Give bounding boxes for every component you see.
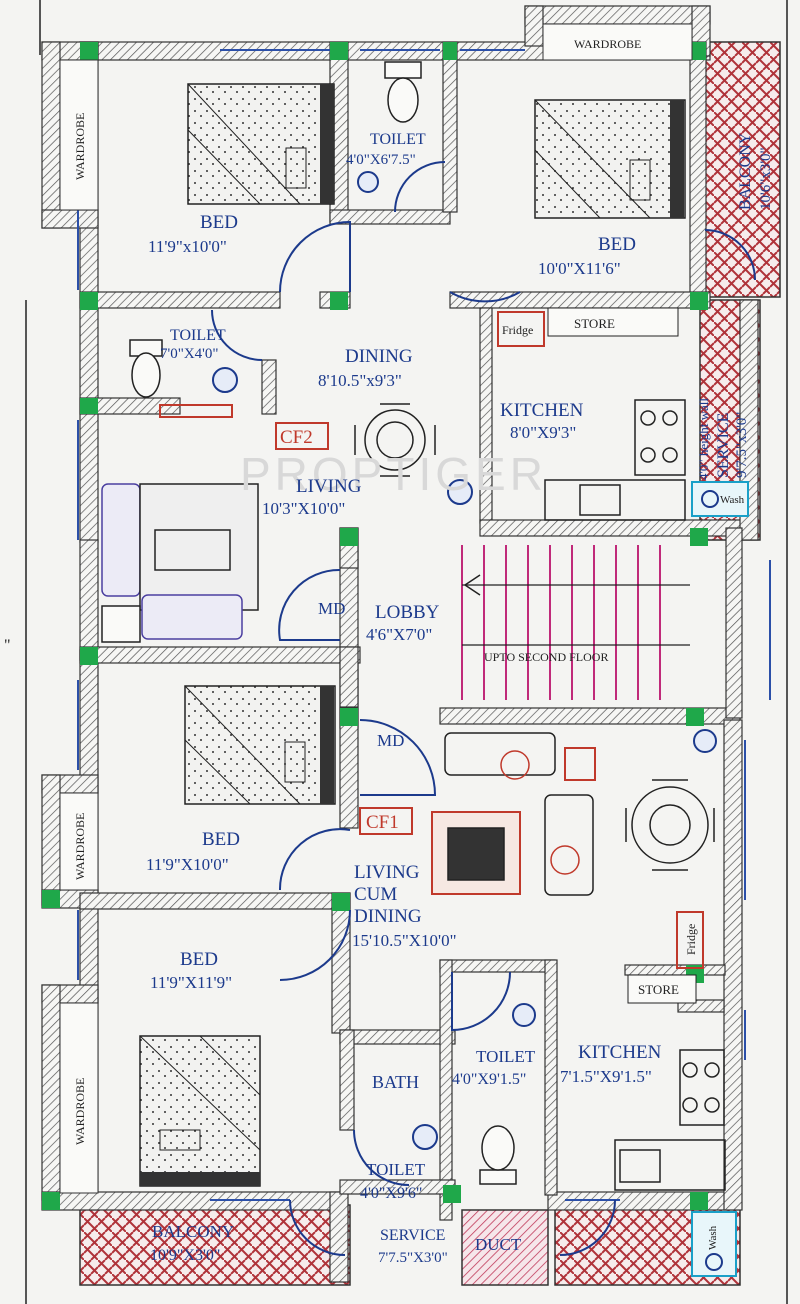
- bed-top-right-size: 10'0"X11'6": [538, 259, 621, 278]
- kitchen-top-counter: [544, 399, 686, 521]
- cf1-label: CF1: [366, 812, 399, 833]
- living-cum-dining-line3: DINING: [354, 906, 422, 927]
- kitchen-bottom-size: 7'1.5"X9'1.5": [560, 1067, 652, 1086]
- toilet-mid-name: TOILET: [476, 1047, 536, 1066]
- door-swings: [211, 161, 756, 1256]
- living-cum-dining-line2: CUM: [354, 884, 397, 905]
- bed-top-left-name: BED: [200, 212, 238, 233]
- lobby-size: 4'6"X7'0": [366, 625, 432, 644]
- watermark: PROPTIGER: [240, 448, 547, 500]
- wardrobe-top-box: [542, 23, 693, 61]
- plan-codes: CF2 CF1: [280, 427, 399, 833]
- wardrobe-top-label: WARDROBE: [574, 37, 641, 51]
- dining-name: DINING: [345, 346, 413, 367]
- stair-label: UPTO SECOND FLOOR: [484, 650, 608, 664]
- service-right-name: SERVICE: [715, 413, 732, 478]
- bed-top-right: [534, 99, 686, 219]
- dining-table-bottom: [625, 779, 715, 871]
- living-top-name: LIVING: [296, 476, 362, 497]
- toilet-left-size: 7'0"X4'0": [160, 346, 218, 362]
- store-bottom-label: STORE: [638, 982, 679, 997]
- wash-right-label: Wash: [720, 494, 745, 506]
- bed-top-left: [187, 83, 335, 205]
- columns: [42, 42, 708, 1210]
- main-door-bottom: MD: [377, 731, 404, 750]
- balcony-bottom-name: BALCONY: [152, 1222, 234, 1241]
- balcony-bottom-size: 10'9"X3'0": [150, 1247, 220, 1264]
- kitchen-bottom-counter: [614, 1049, 726, 1191]
- service-bottom-size: 7'7.5"X3'0": [378, 1250, 448, 1266]
- toilet-bottom-name: TOILET: [366, 1160, 426, 1179]
- balcony-top-name: BALCONY: [737, 132, 754, 210]
- dining-table-top: [354, 403, 436, 477]
- fridge-bottom-label: Fridge: [684, 924, 698, 955]
- store-top-box: [547, 307, 679, 337]
- cf1-box: [359, 807, 413, 835]
- toilet-mid-size: 4'0"X9'1.5": [452, 1071, 526, 1088]
- red-counter: [159, 404, 233, 418]
- staircase: [461, 545, 690, 700]
- wardrobe-mid-box: [59, 792, 99, 891]
- balcony-top-floor: [704, 41, 781, 298]
- wash-basins: [212, 171, 717, 1150]
- windows: [77, 49, 771, 1201]
- bed-top-left-size: 11'9"x10'0": [148, 237, 227, 256]
- bed-mid-size: 11'9"X10'0": [146, 855, 229, 874]
- bed-bottom-size: 11'9"X11'9": [150, 973, 232, 992]
- living-sofa-top: [101, 483, 259, 643]
- main-door-top: MD: [318, 599, 345, 618]
- room-labels: BED 11'9"x10'0" TOILET 4'0"X6'7.5" BED 1…: [146, 131, 774, 1266]
- toilet-bottom-size: 4'0"X9'6": [360, 1185, 422, 1202]
- service-right-note: 4'0" height wall: [696, 398, 711, 480]
- wardrobe-bottom-box: [59, 1002, 99, 1194]
- fridge-top-box: [497, 311, 545, 347]
- service-bottom-name: SERVICE: [380, 1227, 445, 1244]
- wardrobe-top-left-box: [59, 59, 99, 211]
- duct-name: DUCT: [475, 1235, 522, 1254]
- living-cum-dining-line1: LIVING: [354, 862, 420, 883]
- cf2-label: CF2: [280, 427, 313, 448]
- wash-bottom-box: [691, 1211, 737, 1277]
- kitchen-top-size: 8'0"X9'3": [510, 423, 576, 442]
- store-bottom-box: [627, 974, 697, 1004]
- bed-bottom-name: BED: [180, 949, 218, 970]
- duct-floor: [461, 1209, 549, 1286]
- wardrobe-left-mid-label: WARDROBE: [73, 813, 87, 880]
- living-cum-dining-size: 15'10.5"X10'0": [352, 931, 457, 950]
- fridge-top-label: Fridge: [502, 323, 533, 337]
- bed-mid: [184, 685, 336, 805]
- toilet-top-size: 4'0"X6'7.5": [346, 152, 416, 168]
- fridge-bottom-box: [676, 911, 704, 969]
- kitchen-top-name: KITCHEN: [500, 400, 584, 421]
- kitchen-bottom-name: KITCHEN: [578, 1042, 662, 1063]
- edge-mark: ": [4, 637, 11, 654]
- balcony-bottom-floor: [79, 1204, 351, 1286]
- wc-fixtures: [129, 61, 517, 1185]
- walls: [41, 5, 759, 1283]
- cf2-box: [275, 422, 329, 450]
- living-sofa-bottom: [431, 732, 594, 896]
- bed-bottom: [139, 1035, 261, 1187]
- living-top-size: 10'3"X10'0": [262, 499, 345, 518]
- dining-size: 8'10.5"x9'3": [318, 371, 402, 390]
- wardrobe-left-bottom-label: WARDROBE: [73, 1078, 87, 1145]
- service-right-size: 9'7.5"x3'0": [734, 412, 750, 478]
- toilet-top-name: TOILET: [370, 131, 426, 148]
- bath-name: BATH: [372, 1072, 419, 1092]
- small-store-box: [564, 747, 596, 781]
- lobby-name: LOBBY: [375, 602, 440, 623]
- wash-bottom-label: Wash: [707, 1225, 719, 1250]
- bed-mid-name: BED: [202, 829, 240, 850]
- bed-top-right-name: BED: [598, 234, 636, 255]
- balcony-top-size: 10'6"x3'0": [758, 147, 774, 210]
- fixture-labels: UPTO SECOND FLOOR STORE STORE Fridge Fri…: [73, 37, 745, 1250]
- wardrobe-left-top-label: WARDROBE: [73, 113, 87, 180]
- toilet-left-name: TOILET: [170, 327, 226, 344]
- store-top-label: STORE: [574, 316, 615, 331]
